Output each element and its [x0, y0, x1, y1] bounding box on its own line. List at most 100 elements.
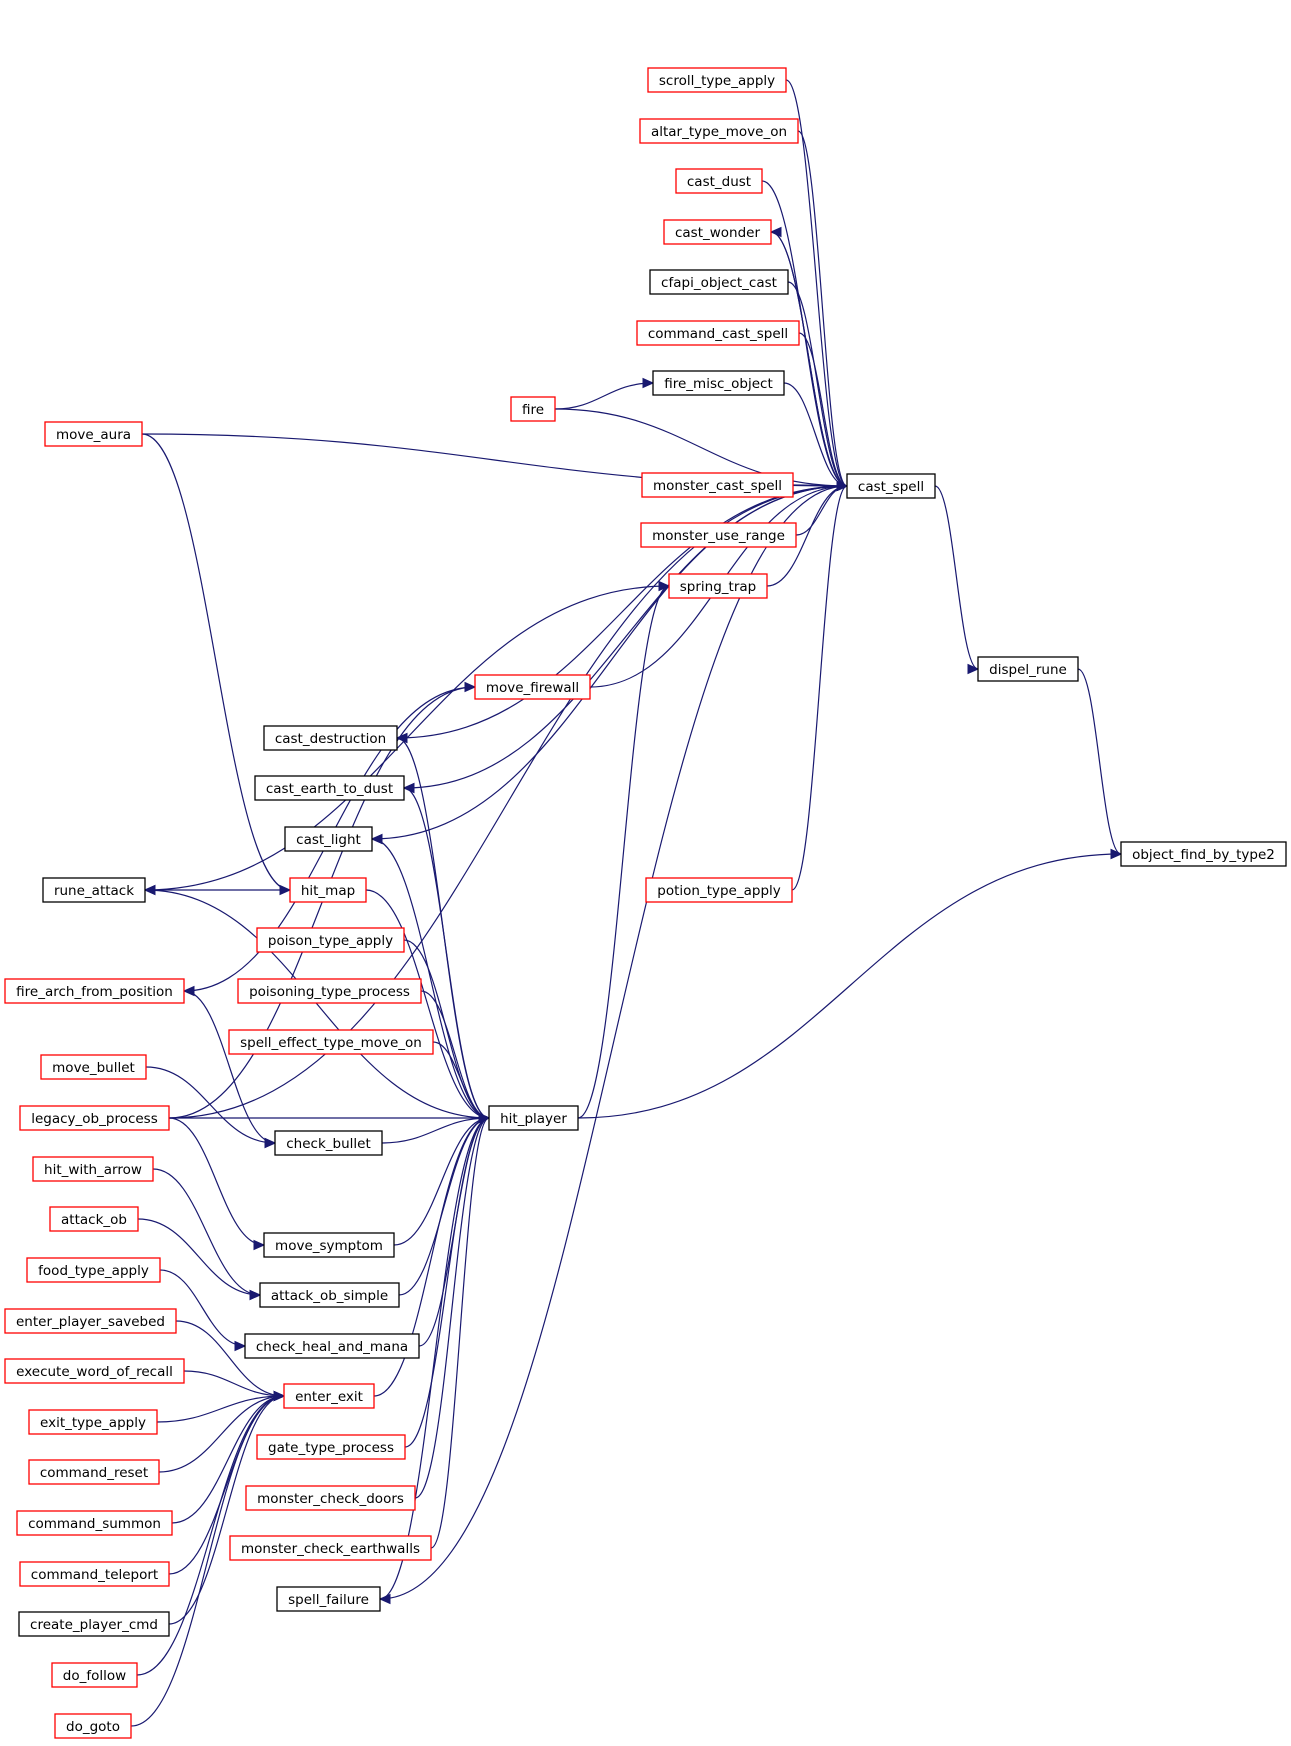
- node-fire-arch-from-position[interactable]: fire_arch_from_position: [4, 978, 185, 1004]
- node-box[interactable]: [228, 1029, 434, 1055]
- node-do-goto[interactable]: do_goto: [54, 1713, 132, 1739]
- node-box[interactable]: [16, 1510, 173, 1536]
- node-box[interactable]: [639, 118, 799, 144]
- node-box[interactable]: [28, 1409, 158, 1435]
- node-box[interactable]: [244, 1333, 420, 1359]
- node-box[interactable]: [276, 1586, 381, 1612]
- node-exit-type-apply[interactable]: exit_type_apply: [28, 1409, 158, 1435]
- node-fire[interactable]: fire: [510, 396, 556, 422]
- node-fire-misc-object[interactable]: fire_misc_object: [652, 370, 785, 396]
- node-gate-type-process[interactable]: gate_type_process: [256, 1434, 406, 1460]
- node-box[interactable]: [645, 877, 793, 903]
- node-altar-type-move-on[interactable]: altar_type_move_on: [639, 118, 799, 144]
- node-box[interactable]: [26, 1257, 161, 1283]
- node-box[interactable]: [237, 978, 422, 1004]
- node-box[interactable]: [647, 67, 787, 93]
- node-command-reset[interactable]: command_reset: [28, 1459, 160, 1485]
- node-box[interactable]: [641, 472, 794, 498]
- node-spell-effect-type-move-on[interactable]: spell_effect_type_move_on: [228, 1029, 434, 1055]
- node-box[interactable]: [254, 775, 405, 801]
- node-box[interactable]: [4, 978, 185, 1004]
- node-box[interactable]: [640, 522, 797, 548]
- node-box[interactable]: [229, 1535, 432, 1561]
- node-cfapi-object-cast[interactable]: cfapi_object_cast: [649, 269, 789, 295]
- node-hit-with-arrow[interactable]: hit_with_arrow: [32, 1156, 154, 1182]
- node-execute-word-of-recall[interactable]: execute_word_of_recall: [4, 1358, 185, 1384]
- node-dispel-rune[interactable]: dispel_rune: [977, 656, 1079, 682]
- node-box[interactable]: [846, 473, 936, 499]
- node-box[interactable]: [652, 370, 785, 396]
- node-create-player-cmd[interactable]: create_player_cmd: [18, 1611, 170, 1637]
- node-box[interactable]: [283, 1383, 375, 1409]
- node-box[interactable]: [245, 1485, 416, 1511]
- node-cast-earth-to-dust[interactable]: cast_earth_to_dust: [254, 775, 405, 801]
- node-potion-type-apply[interactable]: potion_type_apply: [645, 877, 793, 903]
- node-hit-player[interactable]: hit_player: [488, 1105, 579, 1131]
- node-box[interactable]: [977, 656, 1079, 682]
- node-legacy-ob-process[interactable]: legacy_ob_process: [19, 1105, 170, 1131]
- node-box[interactable]: [40, 1054, 147, 1080]
- node-monster-use-range[interactable]: monster_use_range: [640, 522, 797, 548]
- node-box[interactable]: [649, 269, 789, 295]
- node-box[interactable]: [1120, 841, 1287, 867]
- node-command-teleport[interactable]: command_teleport: [19, 1561, 170, 1587]
- node-monster-cast-spell[interactable]: monster_cast_spell: [641, 472, 794, 498]
- node-cast-destruction[interactable]: cast_destruction: [263, 725, 398, 751]
- node-enter-player-savebed[interactable]: enter_player_savebed: [4, 1308, 177, 1334]
- node-box[interactable]: [289, 877, 367, 903]
- node-box[interactable]: [284, 826, 373, 852]
- node-box[interactable]: [49, 1206, 139, 1232]
- node-box[interactable]: [675, 168, 763, 194]
- node-box[interactable]: [44, 421, 143, 447]
- node-command-cast-spell[interactable]: command_cast_spell: [636, 320, 800, 346]
- node-food-type-apply[interactable]: food_type_apply: [26, 1257, 161, 1283]
- node-cast-dust[interactable]: cast_dust: [675, 168, 763, 194]
- node-attack-ob-simple[interactable]: attack_ob_simple: [259, 1282, 400, 1308]
- node-do-follow[interactable]: do_follow: [51, 1662, 138, 1688]
- node-move-aura[interactable]: move_aura: [44, 421, 143, 447]
- node-box[interactable]: [259, 1282, 400, 1308]
- node-move-firewall[interactable]: move_firewall: [474, 674, 591, 700]
- node-box[interactable]: [636, 320, 800, 346]
- node-box[interactable]: [256, 1434, 406, 1460]
- node-box[interactable]: [663, 219, 772, 245]
- node-box[interactable]: [263, 1232, 395, 1258]
- node-box[interactable]: [274, 1130, 383, 1156]
- node-check-bullet[interactable]: check_bullet: [274, 1130, 383, 1156]
- node-monster-check-doors[interactable]: monster_check_doors: [245, 1485, 416, 1511]
- node-rune-attack[interactable]: rune_attack: [42, 877, 146, 903]
- node-spell-failure[interactable]: spell_failure: [276, 1586, 381, 1612]
- node-cast-wonder[interactable]: cast_wonder: [663, 219, 772, 245]
- node-box[interactable]: [18, 1611, 170, 1637]
- node-poisoning-type-process[interactable]: poisoning_type_process: [237, 978, 422, 1004]
- node-object-find-by-type2[interactable]: object_find_by_type2: [1120, 841, 1287, 867]
- node-spring-trap[interactable]: spring_trap: [668, 573, 768, 599]
- node-box[interactable]: [510, 396, 556, 422]
- node-box[interactable]: [488, 1105, 579, 1131]
- node-box[interactable]: [668, 573, 768, 599]
- node-move-bullet[interactable]: move_bullet: [40, 1054, 147, 1080]
- node-box[interactable]: [28, 1459, 160, 1485]
- node-box[interactable]: [4, 1358, 185, 1384]
- node-cast-spell[interactable]: cast_spell: [846, 473, 936, 499]
- node-attack-ob[interactable]: attack_ob: [49, 1206, 139, 1232]
- node-box[interactable]: [4, 1308, 177, 1334]
- node-box[interactable]: [19, 1561, 170, 1587]
- node-monster-check-earthwalls[interactable]: monster_check_earthwalls: [229, 1535, 432, 1561]
- node-cast-light[interactable]: cast_light: [284, 826, 373, 852]
- node-scroll-type-apply[interactable]: scroll_type_apply: [647, 67, 787, 93]
- node-box[interactable]: [32, 1156, 154, 1182]
- node-poison-type-apply[interactable]: poison_type_apply: [256, 927, 405, 953]
- node-check-heal-and-mana[interactable]: check_heal_and_mana: [244, 1333, 420, 1359]
- node-box[interactable]: [42, 877, 146, 903]
- node-box[interactable]: [263, 725, 398, 751]
- node-box[interactable]: [19, 1105, 170, 1131]
- node-box[interactable]: [474, 674, 591, 700]
- node-move-symptom[interactable]: move_symptom: [263, 1232, 395, 1258]
- node-command-summon[interactable]: command_summon: [16, 1510, 173, 1536]
- node-enter-exit[interactable]: enter_exit: [283, 1383, 375, 1409]
- node-box[interactable]: [54, 1713, 132, 1739]
- node-hit-map[interactable]: hit_map: [289, 877, 367, 903]
- node-box[interactable]: [256, 927, 405, 953]
- node-box[interactable]: [51, 1662, 138, 1688]
